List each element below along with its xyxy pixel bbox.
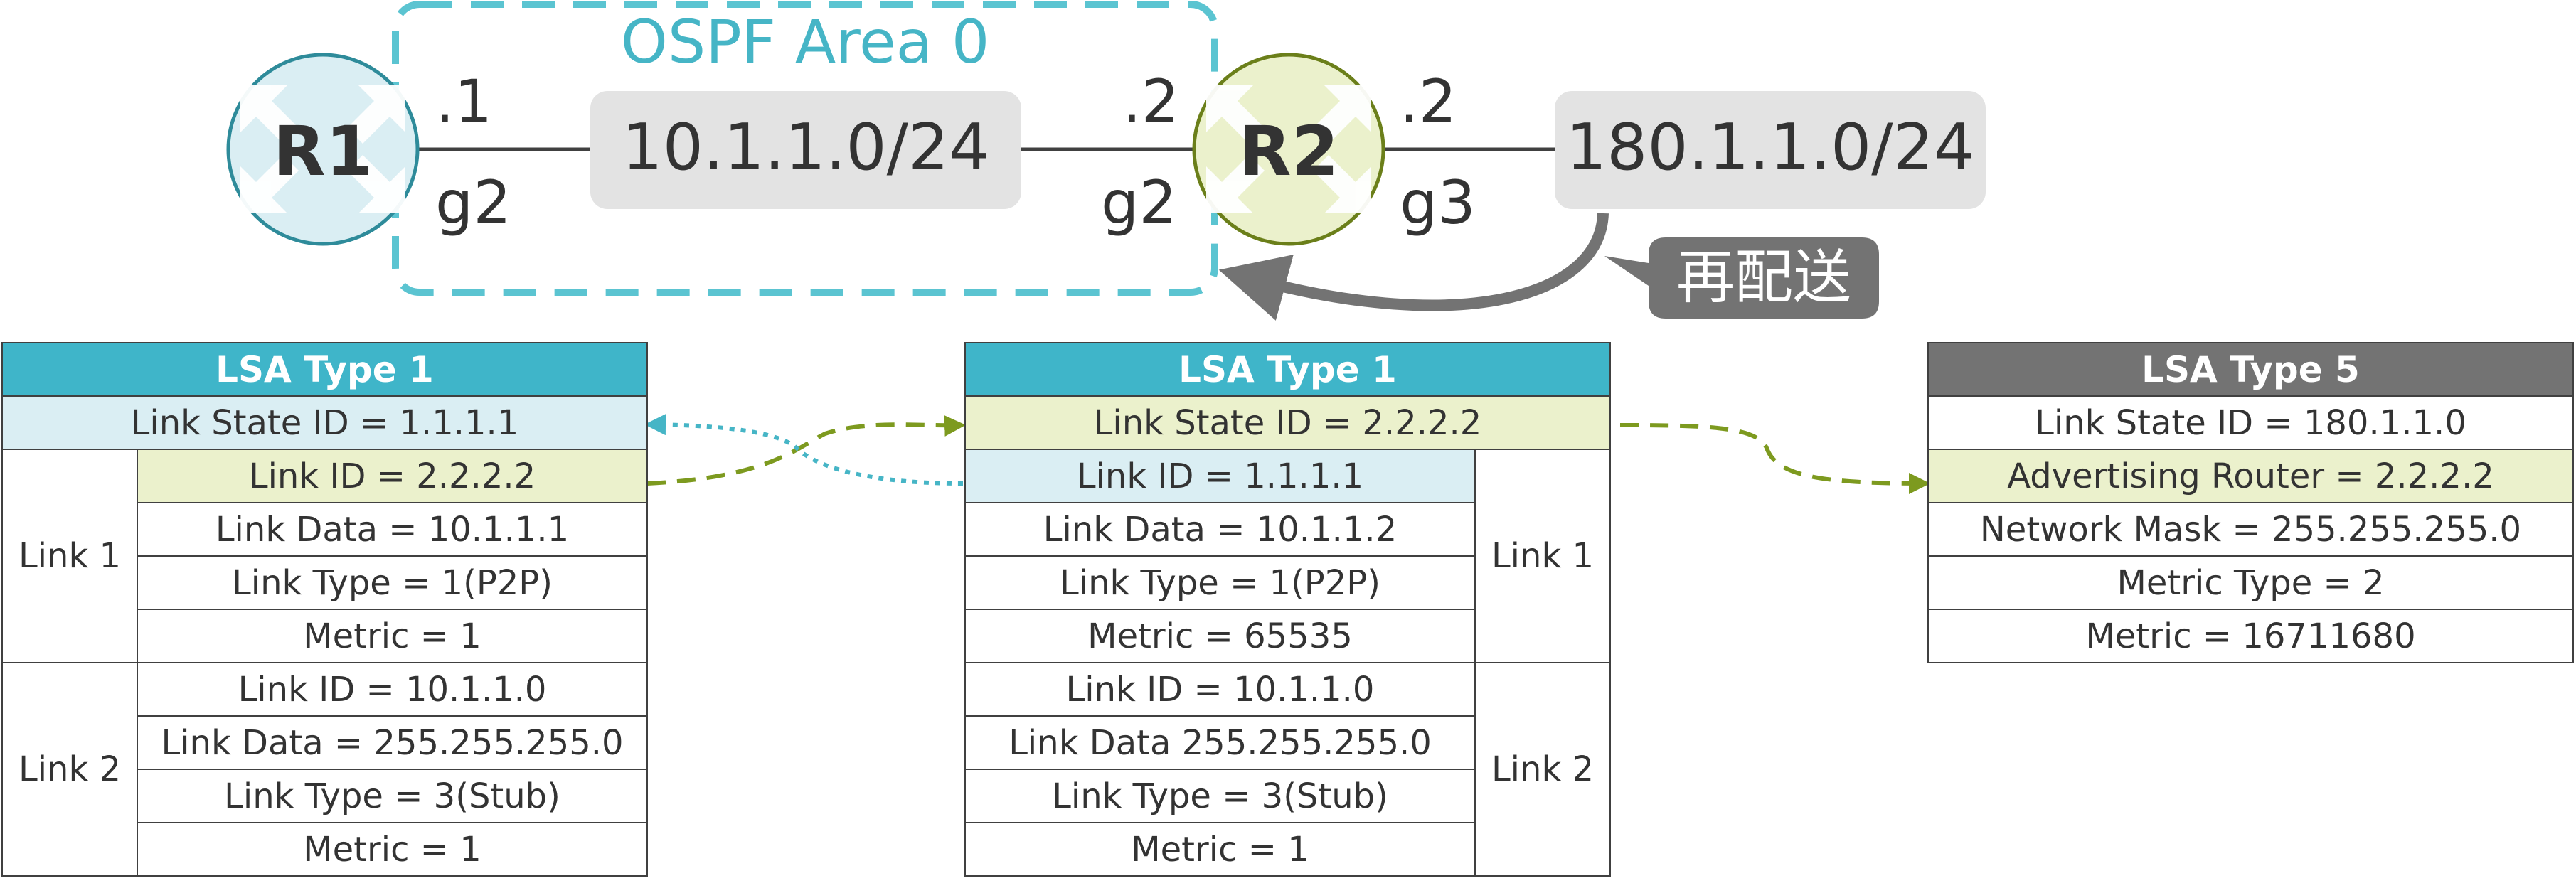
network-mask-row: Network Mask = 255.255.255.0 [1927, 502, 2574, 557]
router-r2: R2 [1192, 53, 1385, 246]
redistribute-label: 再配送 [1676, 244, 1851, 311]
network-label-net2: 180.1.1.0/24 [1566, 110, 1974, 185]
router-arrows-icon [1206, 85, 1371, 213]
network-box-net2 [1555, 91, 1986, 209]
link-type-row: Link Type = 3(Stub) [964, 769, 1476, 823]
link-group-label: Link 1 [1474, 449, 1612, 663]
router-r1: R1 [226, 53, 420, 246]
callout-shape [1604, 237, 1879, 319]
router-arrows-icon [240, 85, 405, 213]
router-r1-body [226, 53, 420, 246]
metric-row: Metric = 1 [137, 822, 648, 877]
link-state-id-row: Link State ID = 2.2.2.2 [964, 395, 1611, 450]
lsa-header: LSA Type 1 [1, 342, 648, 397]
lsa-header: LSA Type 5 [1927, 342, 2574, 397]
link-type-row: Link Type = 1(P2P) [964, 555, 1476, 610]
network-box-net1 [590, 91, 1021, 209]
lsa-table-r1-type1: LSA Type 1 Link State ID = 1.1.1.1 Link … [1, 342, 648, 877]
link-group-label: Link 2 [1474, 662, 1612, 877]
link-group-label: Link 1 [1, 449, 138, 663]
link-id-row: Link ID = 10.1.1.0 [964, 662, 1476, 717]
metric-row: Metric = 1 [964, 822, 1476, 877]
r2-right-address-label: .2 [1400, 67, 1457, 137]
link-data-row: Link Data = 255.255.255.0 [137, 715, 648, 770]
link-group-label: Link 2 [1, 662, 138, 877]
link-id-row: Link ID = 1.1.1.1 [964, 449, 1476, 503]
link-data-row: Link Data = 10.1.1.1 [137, 502, 648, 557]
link-data-row: Link Data 255.255.255.0 [964, 715, 1476, 770]
metric-row: Metric = 65535 [964, 609, 1476, 663]
connector-r2-link-to-r1-lsid [644, 414, 964, 486]
network-label-net1: 10.1.1.0/24 [622, 110, 990, 185]
link-state-id-row: Link State ID = 180.1.1.0 [1927, 395, 2574, 450]
lsa-header: LSA Type 1 [964, 342, 1611, 397]
router-r2-label: R2 [1239, 112, 1339, 191]
r2-left-address-label: .2 [1122, 67, 1179, 137]
link-id-row: Link ID = 2.2.2.2 [137, 449, 648, 503]
advertising-router-row: Advertising Router = 2.2.2.2 [1927, 449, 2574, 503]
metric-type-row: Metric Type = 2 [1927, 555, 2574, 610]
r1-port-label: g2 [435, 168, 511, 237]
r1-address-label: .1 [435, 67, 492, 137]
link-type-row: Link Type = 1(P2P) [137, 555, 648, 610]
metric-row: Metric = 16711680 [1927, 609, 2574, 663]
r2-right-port-label: g3 [1400, 168, 1476, 237]
metric-row: Metric = 1 [137, 609, 648, 663]
link-id-row: Link ID = 10.1.1.0 [137, 662, 648, 717]
r2-left-port-label: g2 [1101, 168, 1177, 237]
lsa-table-r2-type5: LSA Type 5 Link State ID = 180.1.1.0 Adv… [1927, 342, 2574, 663]
connector-r2-lsid-to-adv-router [1619, 423, 1930, 494]
lsa-table-r2-type1: LSA Type 1 Link State ID = 2.2.2.2 Link … [964, 342, 1612, 877]
redistribute-callout: 再配送 [1604, 237, 1879, 319]
area-label: OSPF Area 0 [621, 7, 990, 77]
connector-r1-link-to-r2-lsid [646, 415, 966, 486]
router-r2-body [1192, 53, 1385, 246]
redistribute-arrow [1218, 213, 1609, 321]
router-r1-label: R1 [273, 112, 373, 191]
link-data-row: Link Data = 10.1.1.2 [964, 502, 1476, 557]
link-type-row: Link Type = 3(Stub) [137, 769, 648, 823]
link-state-id-row: Link State ID = 1.1.1.1 [1, 395, 648, 450]
